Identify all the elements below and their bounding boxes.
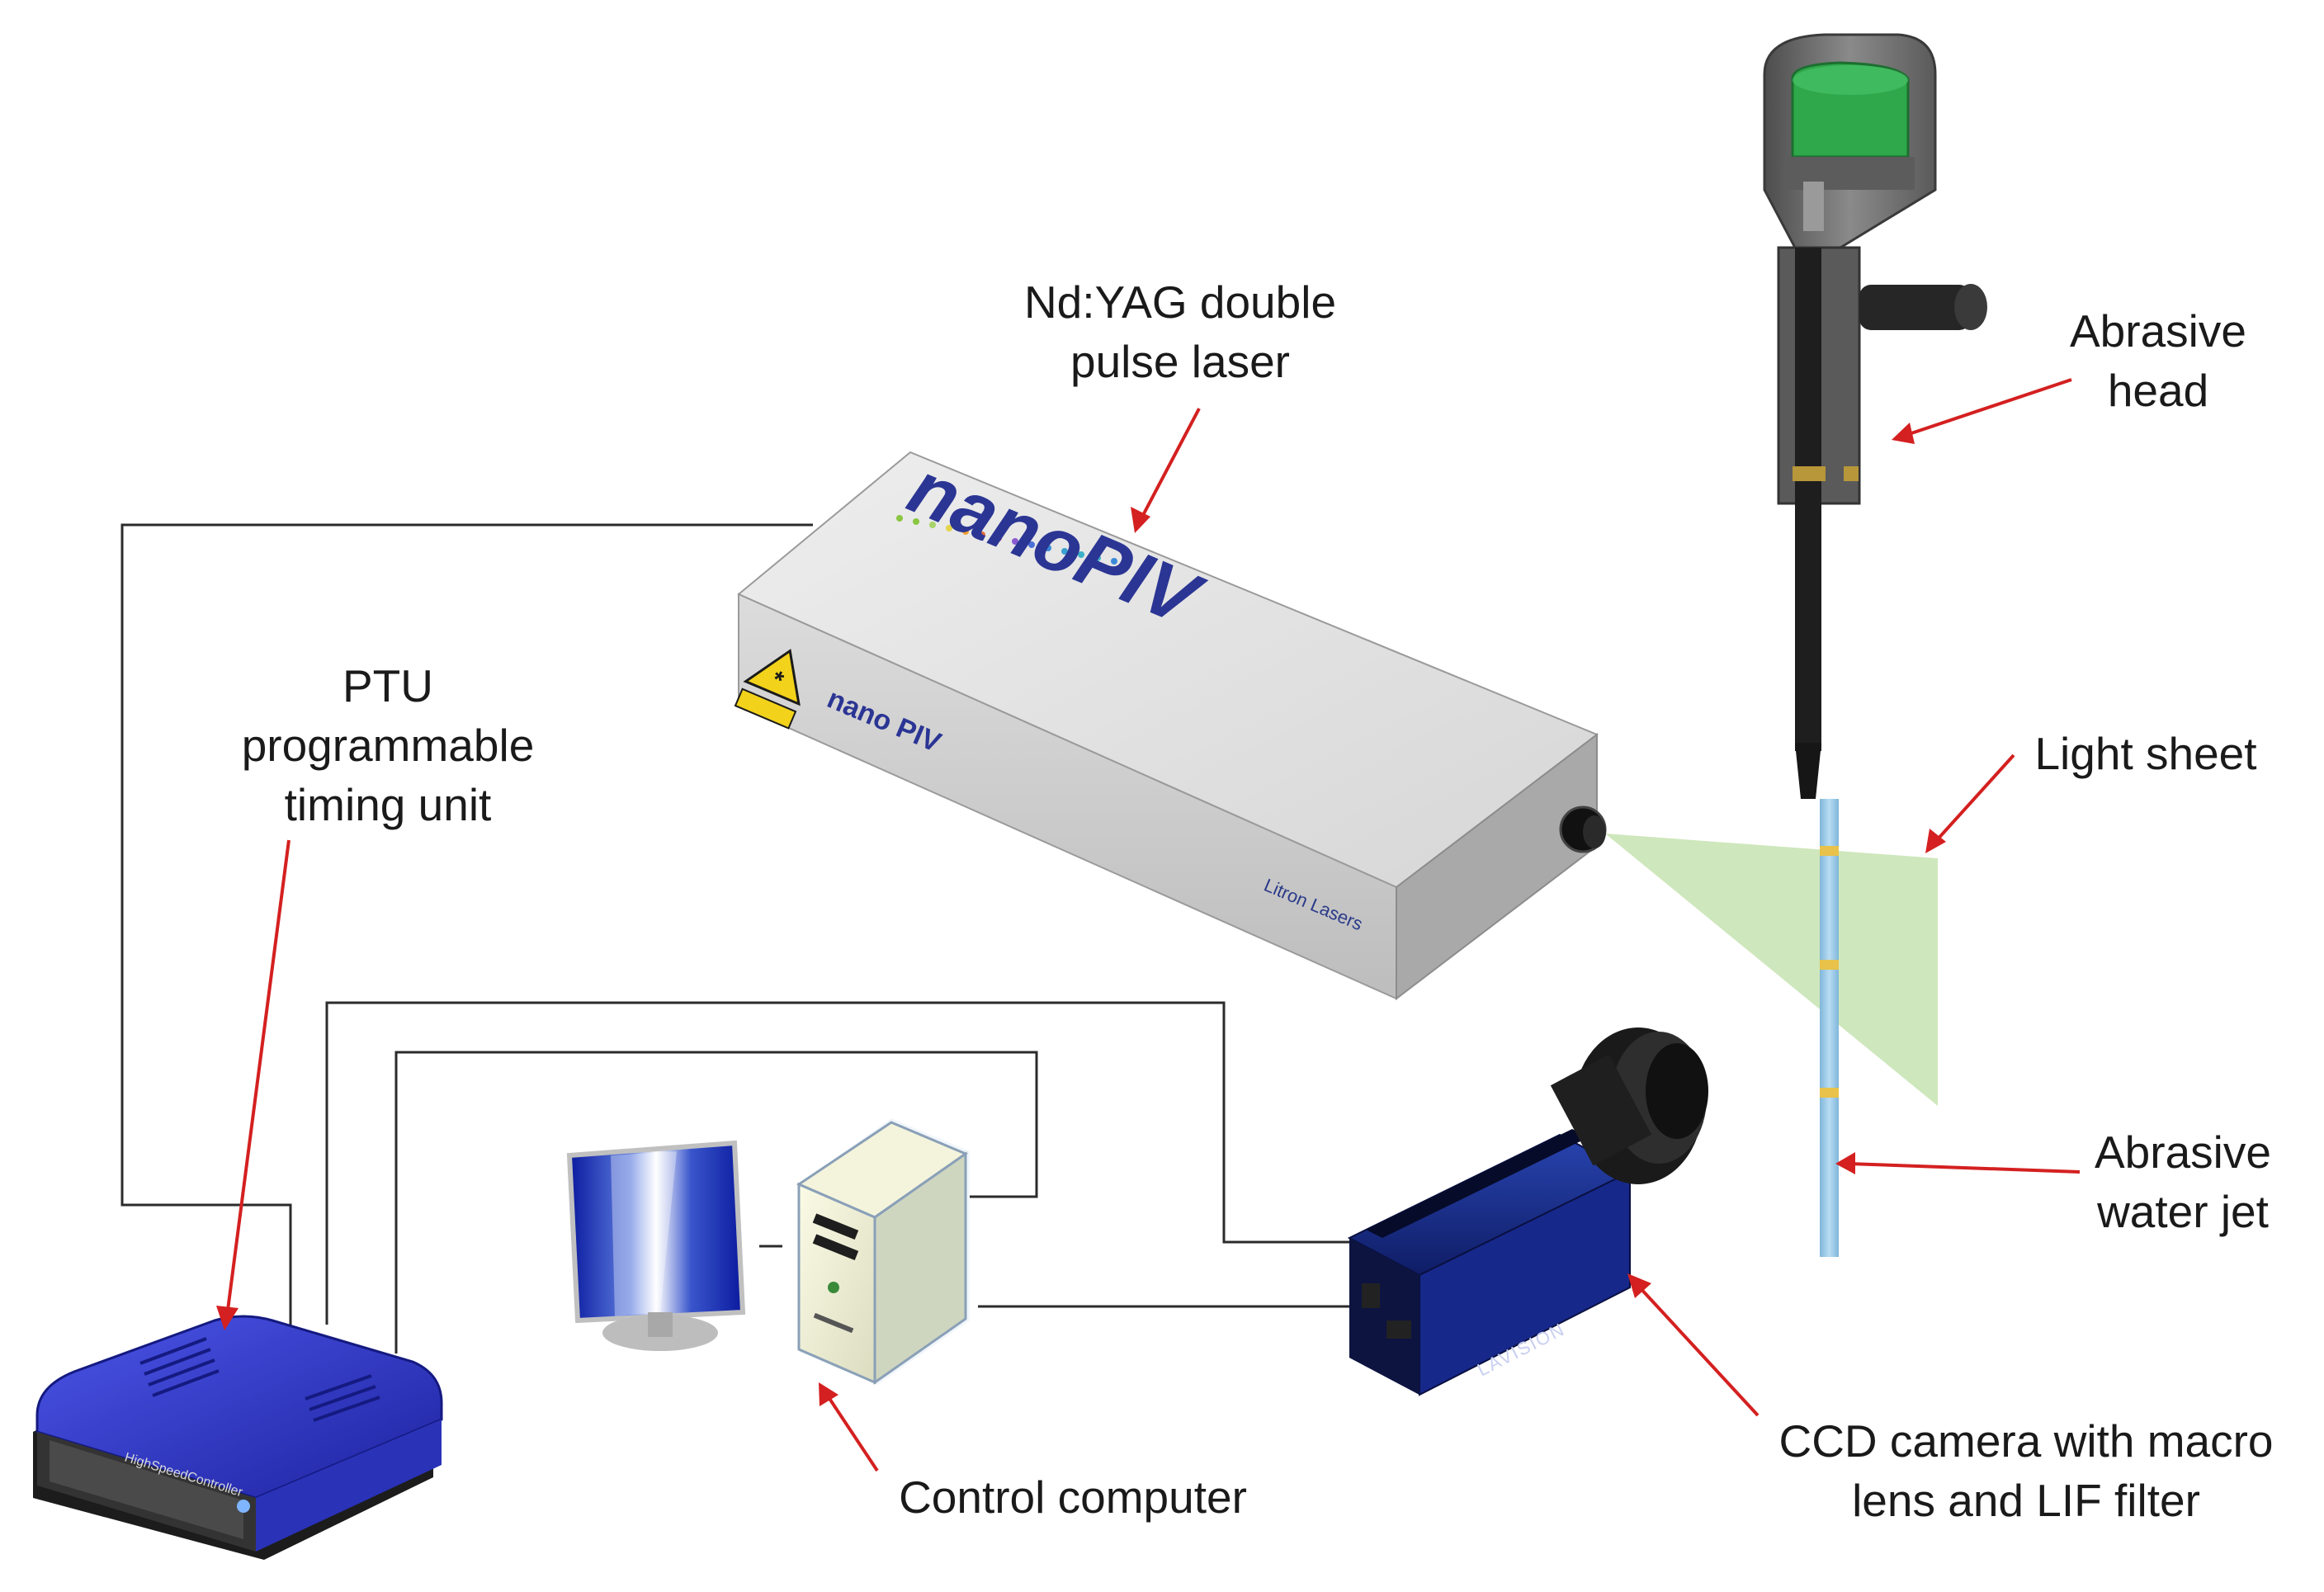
label-water-jet: Abrasive water jet	[2043, 1122, 2323, 1241]
arrow-abrasive-head	[1906, 378, 2072, 437]
label-ptu: PTU programmable timing unit	[182, 656, 594, 834]
label-camera-line2: lens and LIF filter	[1852, 1475, 2200, 1526]
arrow-computer	[825, 1393, 879, 1472]
label-ptu-line3: timing unit	[284, 779, 492, 830]
control-computer	[566, 1118, 970, 1385]
arrow-light-sheet	[1934, 753, 2015, 843]
cables	[120, 523, 1353, 1353]
cable-ptu-computer	[394, 1051, 1038, 1353]
laser-warning-label: *	[734, 649, 801, 730]
label-camera-line1: CCD camera with macro	[1778, 1415, 2274, 1467]
ptu-vents	[139, 1337, 380, 1422]
abrasive-water-jet	[1820, 799, 1839, 1257]
cable-laser-ptu	[120, 523, 813, 1333]
label-ptu-line1: PTU	[342, 660, 433, 711]
label-computer: Control computer	[858, 1467, 1287, 1527]
label-laser-line2: pulse laser	[1070, 336, 1290, 387]
label-abrasive-head: Abrasive head	[2010, 301, 2307, 420]
abrasive-head	[1763, 33, 1987, 799]
arrow-ptu	[225, 839, 290, 1317]
jet-marker-3	[1820, 1088, 1839, 1098]
label-computer-line1: Control computer	[899, 1472, 1247, 1523]
arrow-laser	[1139, 408, 1201, 521]
label-abrasive-head-line2: head	[2107, 365, 2209, 416]
label-light-sheet-line1: Light sheet	[2034, 728, 2257, 779]
cable-ptu-camera	[325, 1001, 1349, 1325]
arrow-camera	[1637, 1284, 1760, 1417]
laser-device: *	[734, 451, 1607, 1001]
label-laser-line1: Nd:YAG double	[1023, 276, 1337, 328]
label-water-jet-line1: Abrasive	[2095, 1127, 2271, 1178]
label-laser: Nd:YAG double pulse laser	[974, 272, 1386, 391]
jet-marker-2	[1820, 960, 1839, 970]
computer-tower	[796, 1118, 970, 1385]
ptu-power-button	[237, 1500, 250, 1513]
label-camera: CCD camera with macro lens and LIF filte…	[1729, 1411, 2323, 1530]
label-ptu-line2: programmable	[241, 720, 535, 771]
label-water-jet-line2: water jet	[2097, 1186, 2269, 1237]
label-abrasive-head-line1: Abrasive	[2070, 305, 2246, 357]
arrow-water-jet	[1848, 1162, 2081, 1174]
jet-marker-1	[1820, 846, 1839, 856]
annotation-arrows	[216, 378, 2081, 1472]
monitor	[566, 1140, 746, 1351]
ccd-camera	[1347, 1027, 1708, 1396]
label-light-sheet: Light sheet	[1981, 724, 2311, 783]
light-sheet	[1605, 834, 1938, 1106]
laser-color-dots	[896, 515, 1117, 565]
ptu-device	[33, 1315, 443, 1560]
